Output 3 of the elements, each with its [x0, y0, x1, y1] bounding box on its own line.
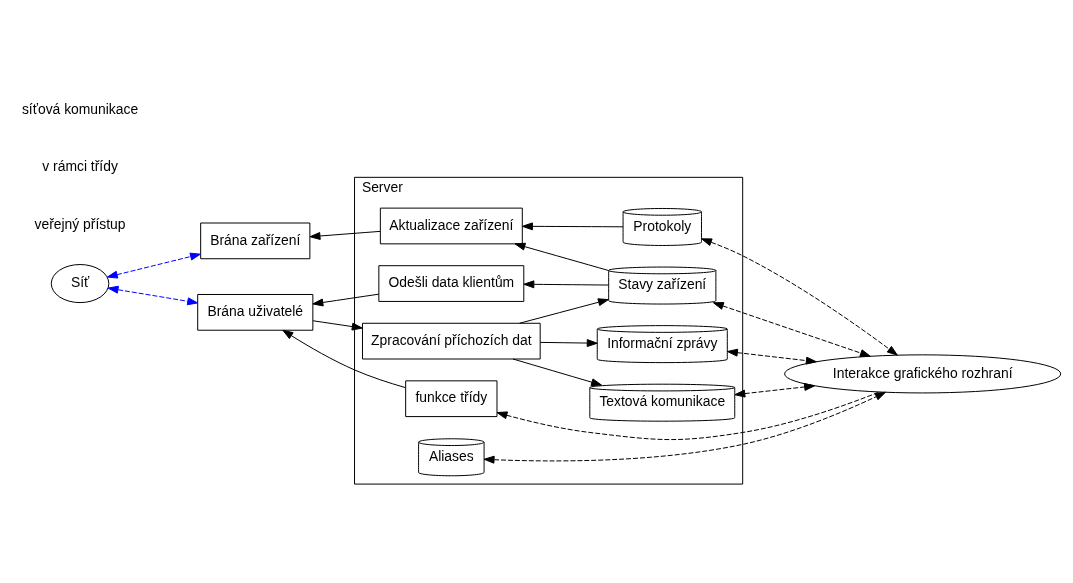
- legend-label: síťová komunikace: [21, 100, 139, 117]
- legend-label: veřejný přístup: [34, 215, 126, 232]
- legend-label: v rámci třídy: [42, 157, 118, 174]
